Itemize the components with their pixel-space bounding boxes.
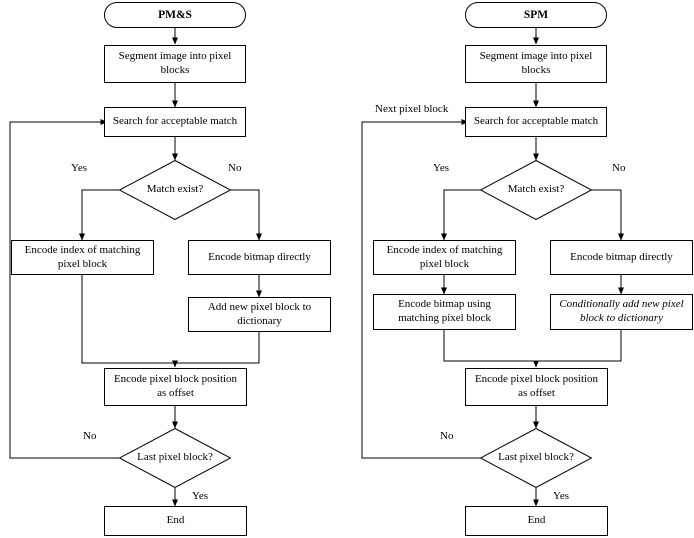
left-last-decision: Last pixel block? xyxy=(119,428,231,488)
left-start-label: PM&S xyxy=(158,8,192,21)
right-match-decision-label: Match exist? xyxy=(507,183,565,196)
right-conditionally-add-box: Conditionally add new pixel block to dic… xyxy=(550,294,693,330)
right-end-label: End xyxy=(527,514,546,527)
left-match-no-label: No xyxy=(228,162,242,174)
left-segment-label: Segment image into pixel blocks xyxy=(118,50,232,76)
left-match-diamond-shape xyxy=(119,160,231,220)
right-next-pixel-block-label: Next pixel block xyxy=(375,103,449,115)
left-end-label: End xyxy=(166,514,185,527)
left-encode-index-box: Encode index of matching pixel block xyxy=(11,240,154,275)
right-start-label: SPM xyxy=(523,8,549,21)
right-last-no-label: No xyxy=(440,430,454,442)
left-match-yes-label: Yes xyxy=(71,162,88,174)
left-match-decision: Match exist? xyxy=(119,160,231,220)
right-encode-index-label: Encode index of matching pixel block xyxy=(386,243,503,270)
right-encode-bitmap-direct-label: Encode bitmap directly xyxy=(570,250,673,263)
right-last-decision: Last pixel block? xyxy=(480,428,592,488)
left-encode-index-label: Encode index of matching pixel block xyxy=(24,243,141,270)
right-match-yes-label: Yes xyxy=(433,162,450,174)
left-encode-offset-label: Encode pixel block position as offset xyxy=(113,373,238,399)
right-segment-label: Segment image into pixel blocks xyxy=(479,50,593,76)
right-last-diamond-shape xyxy=(480,428,592,488)
right-encode-offset-label: Encode pixel block position as offset xyxy=(474,373,599,399)
right-encode-offset-box: Encode pixel block position as offset xyxy=(465,368,608,406)
left-search-box: Search for acceptable match xyxy=(104,107,246,137)
left-add-block-box: Add new pixel block to dictionary xyxy=(188,297,331,332)
right-match-no-label: No xyxy=(612,162,626,174)
right-conditionally-add-label: Conditionally add new pixel block to dic… xyxy=(559,298,684,324)
right-match-diamond-shape xyxy=(480,160,592,220)
left-encode-bitmap-box: Encode bitmap directly xyxy=(188,240,331,275)
left-last-diamond-shape xyxy=(119,428,231,488)
right-end-box: End xyxy=(465,506,608,536)
left-last-yes-label: Yes xyxy=(192,490,209,502)
left-segment-box: Segment image into pixel blocks xyxy=(104,45,246,83)
right-start-terminal: SPM xyxy=(465,2,607,28)
left-last-no-label: No xyxy=(83,430,97,442)
right-search-box: Search for acceptable match xyxy=(465,107,607,137)
left-add-block-label: Add new pixel block to dictionary xyxy=(207,300,312,327)
right-last-yes-label: Yes xyxy=(553,490,570,502)
left-search-label: Search for acceptable match xyxy=(112,115,238,128)
right-match-decision: Match exist? xyxy=(480,160,592,220)
right-encode-bitmap-using-label: Encode bitmap using matching pixel block xyxy=(398,298,491,324)
right-encode-bitmap-using-box: Encode bitmap using matching pixel block xyxy=(373,294,516,330)
left-last-decision-label: Last pixel block? xyxy=(137,451,213,464)
left-end-box: End xyxy=(104,506,247,536)
left-start-terminal: PM&S xyxy=(104,2,246,28)
left-match-decision-label: Match exist? xyxy=(146,183,204,196)
right-search-label: Search for acceptable match xyxy=(473,115,599,128)
right-encode-index-box: Encode index of matching pixel block xyxy=(373,240,516,275)
left-encode-bitmap-label: Encode bitmap directly xyxy=(208,250,311,263)
right-encode-bitmap-direct-box: Encode bitmap directly xyxy=(550,240,693,275)
left-encode-offset-box: Encode pixel block position as offset xyxy=(104,368,247,406)
right-last-decision-label: Last pixel block? xyxy=(498,451,574,464)
right-segment-box: Segment image into pixel blocks xyxy=(465,45,607,83)
